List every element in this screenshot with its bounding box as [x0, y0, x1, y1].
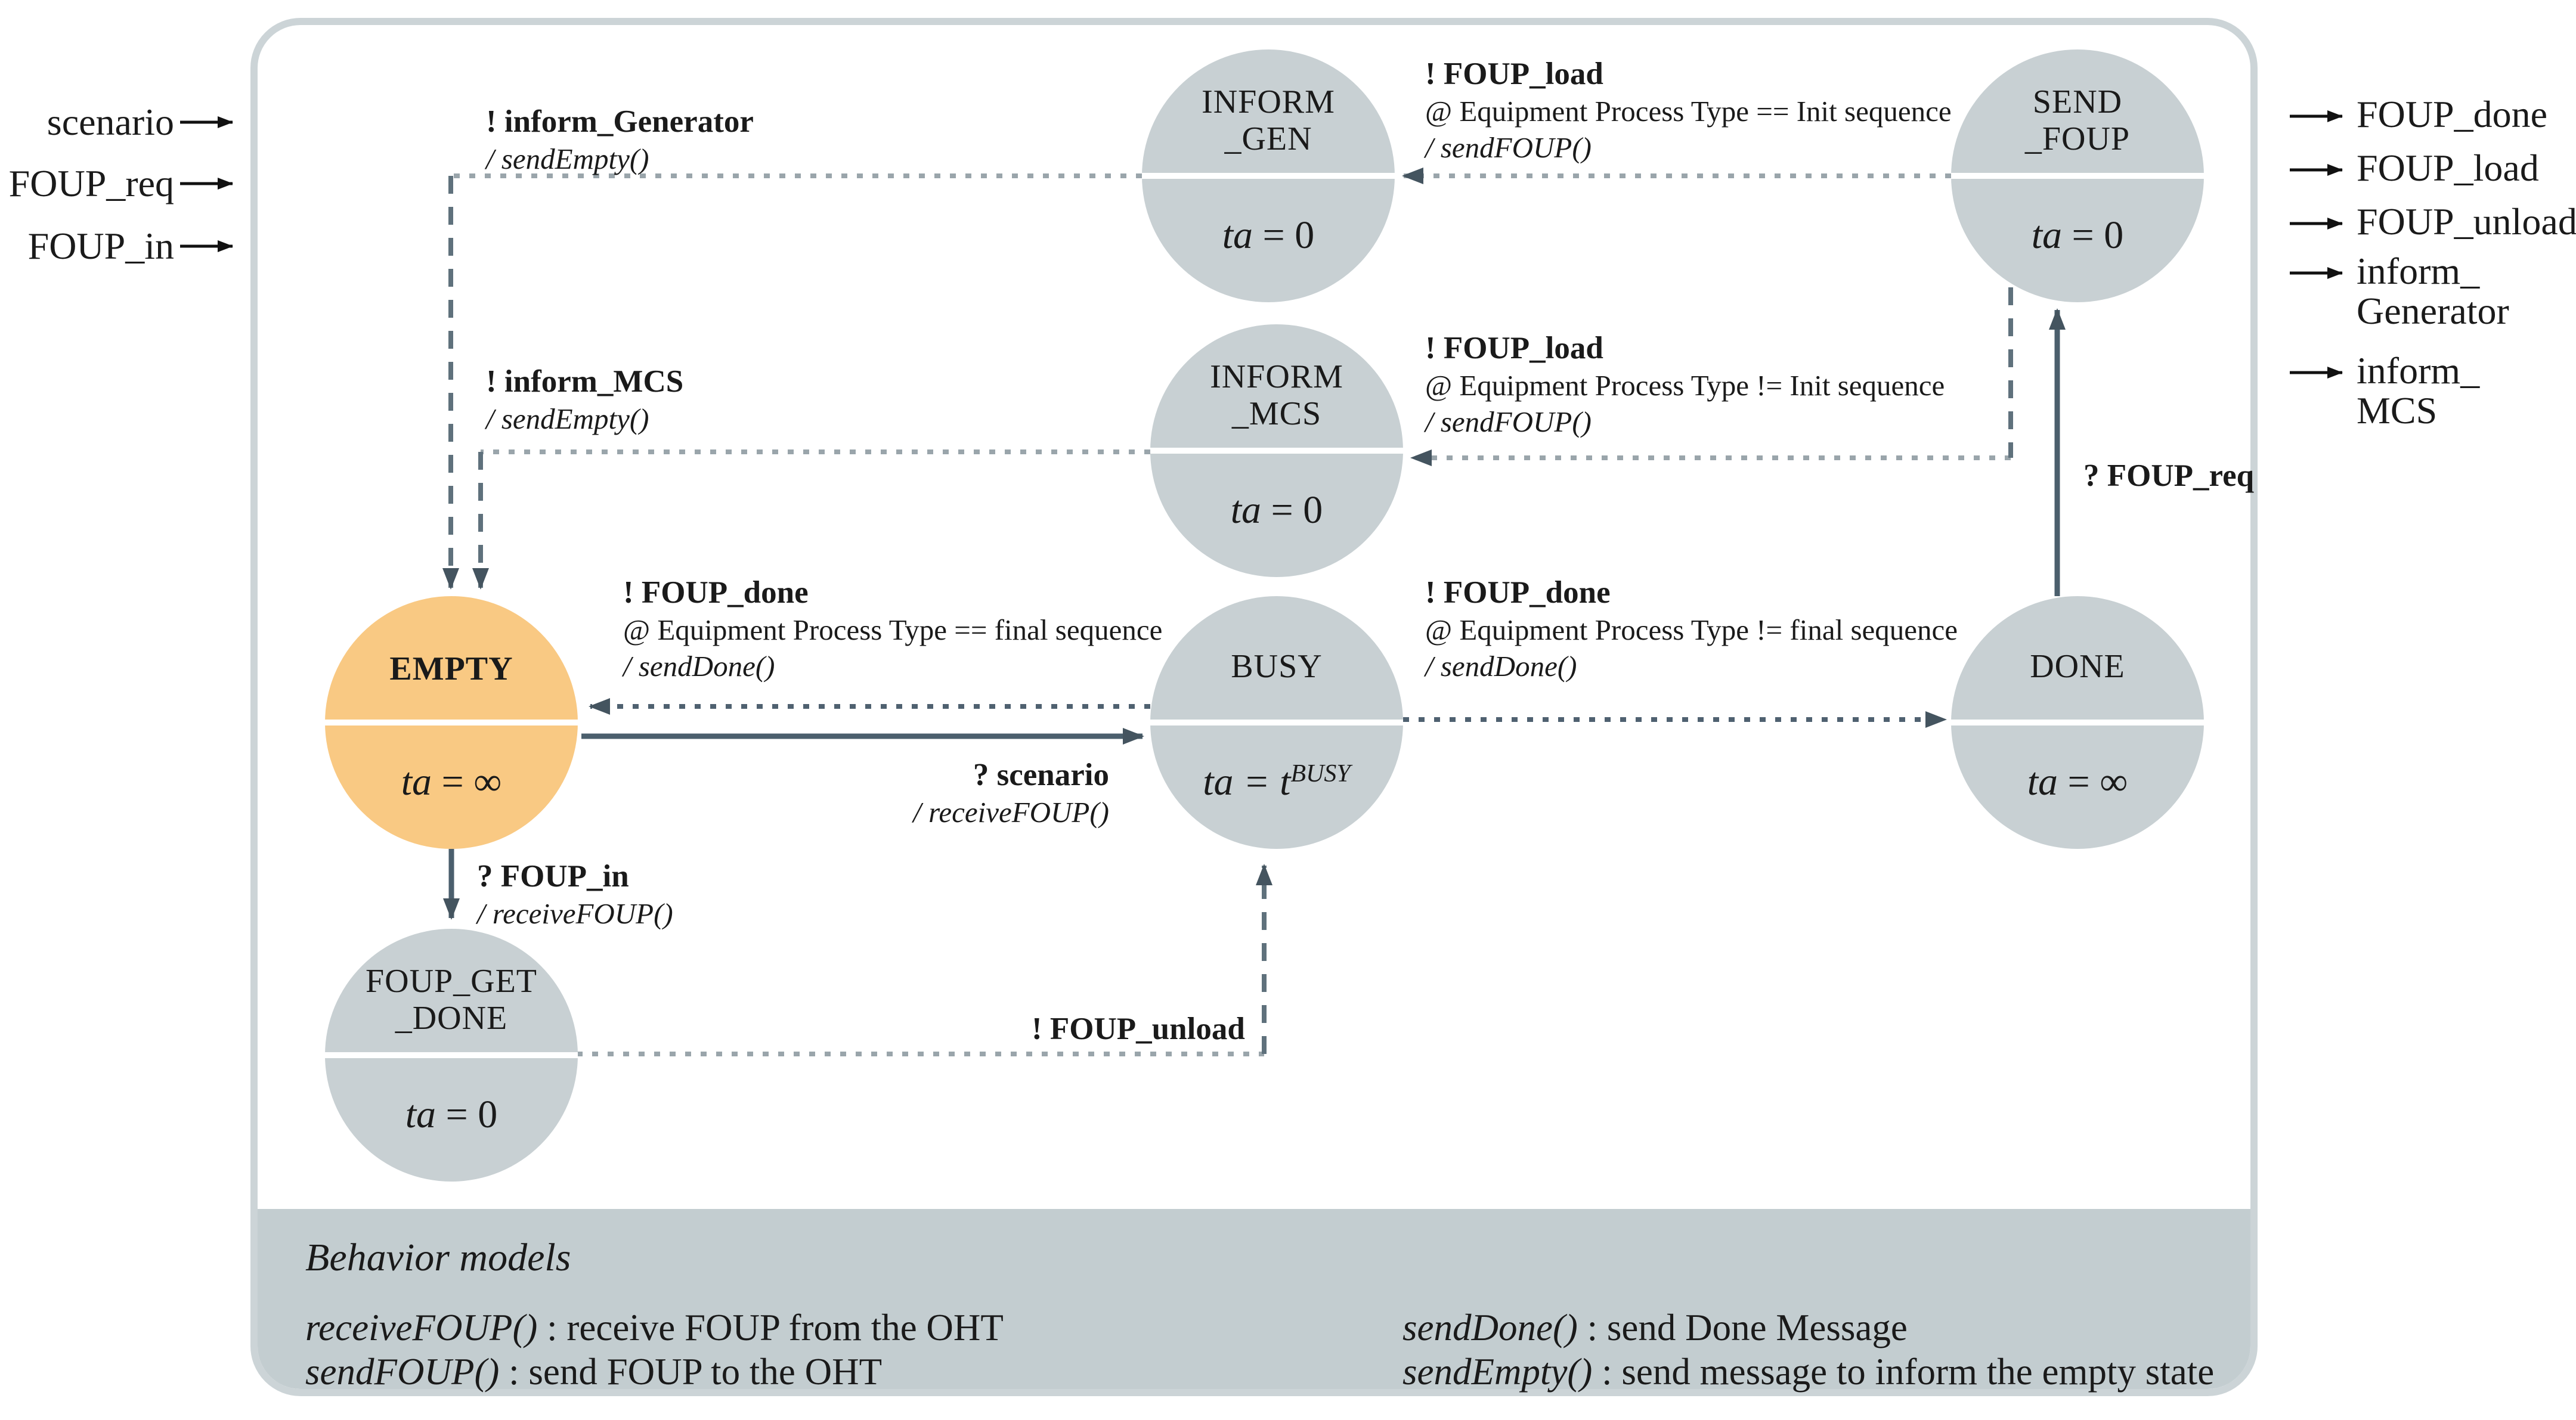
output-port-foup-done: FOUP_done	[2357, 93, 2548, 135]
state-divider	[1150, 720, 1403, 725]
state-ta: ta = ∞	[2027, 760, 2128, 804]
legend-title: Behavior models	[305, 1236, 571, 1279]
state-divider	[1951, 173, 2204, 179]
transition-label-foup-load-init: ! FOUP_load @ Equipment Process Type == …	[1425, 57, 1952, 164]
output-port-inform-generator: inform_ Generator	[2357, 250, 2509, 332]
input-port-arrows	[180, 116, 233, 252]
output-port-foup-unload: FOUP_unload	[2357, 200, 2576, 243]
behavior-models-bar	[258, 1209, 2250, 1389]
legend-right-column: sendDone() : send Done Message sendEmpty…	[1402, 1306, 2214, 1394]
input-port-foup-in: FOUP_in	[27, 225, 174, 267]
transition-label-inform-mcs: ! inform_MCS / sendEmpty()	[486, 364, 684, 435]
state-divider	[325, 1052, 578, 1058]
state-divider	[325, 720, 578, 725]
state-name: EMPTY	[389, 650, 513, 688]
state-ta: ta = 0	[1222, 213, 1315, 257]
transition-label-foup-done-not-final: ! FOUP_done @ Equipment Process Type != …	[1425, 575, 1958, 683]
state-ta: ta = 0	[405, 1093, 498, 1136]
state-inform-gen: INFORM _GEN ta = 0	[1142, 49, 1395, 302]
output-port-arrows	[2290, 110, 2343, 379]
input-port-scenario: scenario	[47, 101, 174, 143]
state-foup-get-done: FOUP_GET _DONE ta = 0	[325, 929, 578, 1182]
transition-label-foup-unload: ! FOUP_unload	[1032, 1012, 1245, 1046]
transition-label-scenario: ? scenario / receiveFOUP()	[913, 758, 1109, 829]
output-port-inform-mcs: inform_ MCS	[2357, 349, 2480, 432]
state-divider	[1150, 448, 1403, 454]
legend-item: receiveFOUP() : receive FOUP from the OH…	[305, 1307, 1004, 1348]
state-name: FOUP_GET _DONE	[365, 962, 538, 1037]
state-ta: ta = 0	[2031, 213, 2124, 257]
transition-label-foup-load-not-init: ! FOUP_load @ Equipment Process Type != …	[1425, 331, 1945, 438]
input-port-foup-req: FOUP_req	[8, 162, 174, 204]
state-name: INFORM _GEN	[1202, 83, 1335, 158]
legend-item: sendEmpty() : send message to inform the…	[1402, 1351, 2215, 1393]
legend-left-column: receiveFOUP() : receive FOUP from the OH…	[305, 1306, 1004, 1394]
state-inform-mcs: INFORM _MCS ta = 0	[1150, 324, 1403, 577]
state-empty: EMPTY ta = ∞	[325, 596, 578, 849]
transition-label-foup-in: ? FOUP_in / receiveFOUP()	[477, 859, 673, 930]
transition-label-inform-generator: ! inform_Generator / sendEmpty()	[486, 104, 754, 175]
legend-item: sendDone() : send Done Message	[1402, 1307, 1908, 1348]
transition-label-foup-req: ? FOUP_req	[2083, 458, 2255, 493]
transition-label-foup-done-final: ! FOUP_done @ Equipment Process Type == …	[623, 575, 1163, 683]
state-send-foup: SEND _FOUP ta = 0	[1951, 49, 2204, 302]
state-ta: ta = 0	[1230, 488, 1323, 532]
state-name: INFORM _MCS	[1210, 358, 1343, 433]
state-name: SEND _FOUP	[2024, 83, 2131, 158]
state-name: DONE	[2030, 648, 2125, 686]
state-name: BUSY	[1231, 648, 1323, 686]
output-port-foup-load: FOUP_load	[2357, 147, 2539, 189]
state-ta: ta = ∞	[401, 760, 502, 804]
state-done: DONE ta = ∞	[1951, 596, 2204, 849]
state-divider	[1142, 173, 1395, 179]
legend-item: sendFOUP() : send FOUP to the OHT	[305, 1351, 883, 1393]
state-divider	[1951, 720, 2204, 725]
